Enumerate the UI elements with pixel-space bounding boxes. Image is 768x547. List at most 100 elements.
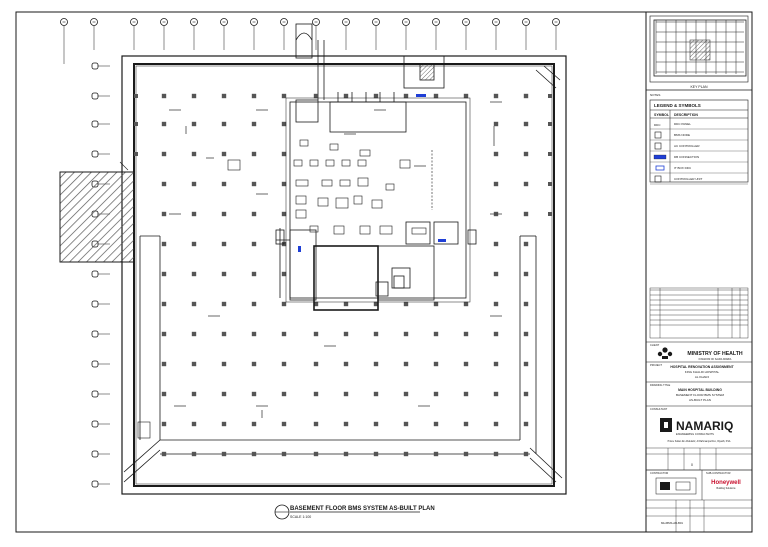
column xyxy=(463,361,469,367)
drawing-title-block: BASEMENT FLOOR BMS SYSTEM AS-BUILT PLAN … xyxy=(274,504,435,520)
drawing-number-grid xyxy=(645,499,753,533)
grid-bubble-top xyxy=(462,18,470,50)
legend-row: AC CONTROLLER xyxy=(650,142,748,152)
column xyxy=(433,391,439,397)
column xyxy=(463,391,469,397)
grid-bubble-top xyxy=(130,18,138,50)
project-city: AL KHARJ xyxy=(695,375,710,379)
column xyxy=(343,361,349,367)
client-label: CLIENT xyxy=(650,343,660,347)
drawing-title-line-3: AS-BUILT PLAN xyxy=(689,398,711,402)
column xyxy=(343,93,349,99)
column xyxy=(523,361,529,367)
column xyxy=(433,421,439,427)
column xyxy=(191,421,197,427)
grid-bubble-top xyxy=(160,18,168,50)
equipment-unit xyxy=(309,225,319,233)
column xyxy=(191,331,197,337)
column xyxy=(251,151,257,157)
column xyxy=(373,93,379,99)
column xyxy=(191,301,197,307)
grid-bubbles-left xyxy=(91,62,110,488)
column xyxy=(281,301,287,307)
grid-bubble-left xyxy=(91,270,110,278)
column xyxy=(313,331,319,337)
contractor-logo-icon xyxy=(655,477,697,495)
column xyxy=(493,451,499,457)
column xyxy=(548,212,552,216)
column xyxy=(523,181,529,187)
grid-bubble-top xyxy=(90,18,98,50)
grid-bubble-top xyxy=(250,18,258,50)
structural-columns xyxy=(134,93,552,457)
column xyxy=(221,331,227,337)
column xyxy=(281,421,287,427)
column xyxy=(251,241,257,247)
column xyxy=(191,271,197,277)
column xyxy=(523,331,529,337)
column xyxy=(251,301,257,307)
column xyxy=(191,451,197,457)
column xyxy=(463,421,469,427)
column xyxy=(221,361,227,367)
column xyxy=(433,301,439,307)
column xyxy=(523,271,529,277)
column xyxy=(548,182,552,186)
column xyxy=(463,451,469,457)
equipment-unit xyxy=(333,225,345,235)
column xyxy=(161,121,167,127)
column xyxy=(313,93,319,99)
equipment-unit xyxy=(329,143,339,151)
column xyxy=(134,94,138,98)
column xyxy=(161,241,167,247)
column xyxy=(191,211,197,217)
legend-symbol-icon xyxy=(653,154,667,160)
consultant-name: NAMARIQ xyxy=(676,419,733,433)
column xyxy=(221,211,227,217)
equipment-unit xyxy=(317,197,329,207)
equipment-unit xyxy=(321,179,333,187)
project-hospital: KING KHALID HOSPITAL xyxy=(685,370,720,374)
consultant-block: CONSULTANT NAMARIQ ENGINEERING CONSULTAN… xyxy=(646,405,752,443)
column xyxy=(493,271,499,277)
grid-bubble-top xyxy=(342,18,350,50)
legend-description: DDC PANEL xyxy=(674,122,691,126)
equipment-unit xyxy=(357,159,367,167)
grid-bubble-left xyxy=(91,420,110,428)
column xyxy=(523,241,529,247)
client-subtitle: KINGDOM OF SAUDI ARABIA xyxy=(699,358,732,361)
column xyxy=(523,121,529,127)
legend-row: IT BOX DDC xyxy=(650,165,748,174)
column xyxy=(161,331,167,337)
column xyxy=(191,151,197,157)
column xyxy=(281,331,287,337)
column xyxy=(191,361,197,367)
grid-bubble-top xyxy=(220,18,228,50)
drawing-title-text: BASEMENT FLOOR BMS SYSTEM AS-BUILT PLAN xyxy=(290,506,435,512)
grid-bubble-left xyxy=(91,330,110,338)
column xyxy=(493,121,499,127)
legend-title: LEGEND & SYMBOLS xyxy=(654,103,701,108)
grid-bubble-top xyxy=(432,18,440,50)
column xyxy=(493,301,499,307)
hatched-excluded-area xyxy=(59,171,135,263)
blue-bms-markers xyxy=(298,94,446,252)
column xyxy=(373,451,379,457)
column xyxy=(161,271,167,277)
column xyxy=(221,121,227,127)
equipment-unit xyxy=(399,159,411,169)
column xyxy=(313,421,319,427)
contractor-label: CONTRACTOR xyxy=(650,471,668,475)
legend-description: AC CONTROLLER xyxy=(674,144,700,148)
subcontractor-name: Honeywell xyxy=(711,480,741,486)
column xyxy=(343,391,349,397)
column xyxy=(251,271,257,277)
column xyxy=(433,93,439,99)
equipment-unit xyxy=(339,179,351,187)
revision-number: 0 xyxy=(691,463,693,467)
column xyxy=(403,93,409,99)
consultant-subtitle: ENGINEERING CONSULTANTS xyxy=(676,432,714,436)
